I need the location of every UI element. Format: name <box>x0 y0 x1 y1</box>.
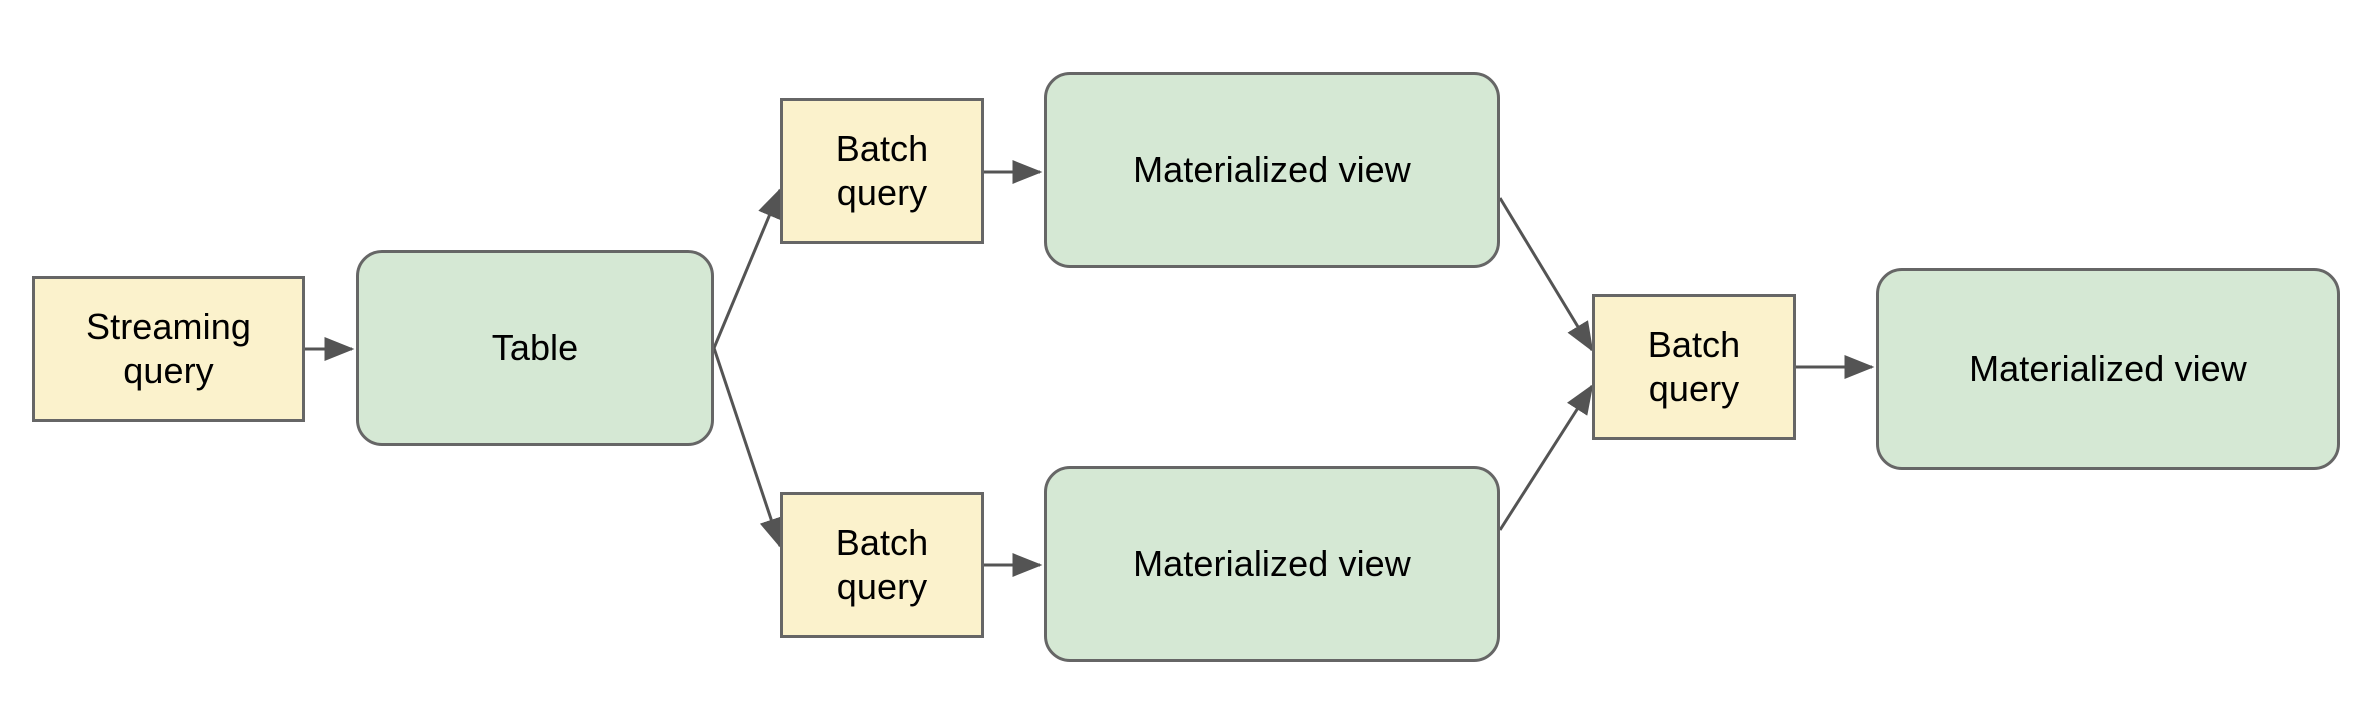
edge-table-to-batch-query-top <box>712 187 782 349</box>
edge-materialized-view-top-to-batch-query-final <box>1498 197 1594 353</box>
node-label: Table <box>491 327 579 369</box>
node-label: Materialized view <box>1133 543 1411 585</box>
node-streaming-query[interactable]: Streaming query <box>32 276 305 422</box>
node-batch-query-top[interactable]: Batch query <box>780 98 984 244</box>
node-materialized-view-top[interactable]: Materialized view <box>1044 72 1500 268</box>
node-label: Materialized view <box>1133 149 1411 191</box>
edge-materialized-view-bottom-to-batch-query-final <box>1498 383 1594 531</box>
node-label: Batch query <box>835 522 929 607</box>
node-table[interactable]: Table <box>356 250 714 446</box>
node-label: Materialized view <box>1969 348 2247 390</box>
node-batch-query-bottom[interactable]: Batch query <box>780 492 984 638</box>
node-materialized-view-bottom[interactable]: Materialized view <box>1044 466 1500 662</box>
node-label: Batch query <box>835 128 929 213</box>
node-label: Streaming query <box>86 306 251 391</box>
edge-table-to-batch-query-bottom <box>712 347 783 549</box>
node-label: Batch query <box>1647 324 1741 409</box>
node-batch-query-final[interactable]: Batch query <box>1592 294 1796 440</box>
node-materialized-view-final[interactable]: Materialized view <box>1876 268 2340 470</box>
